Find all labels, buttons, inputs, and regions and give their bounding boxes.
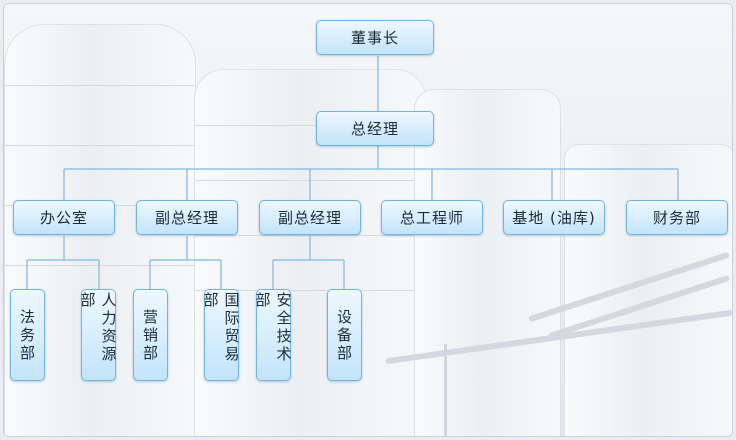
- node-oil-depot-base: 基地 (油库): [503, 200, 605, 235]
- node-deputy-gm-1: 副总经理: [136, 200, 238, 235]
- node-deputy-gm-2: 副总经理: [259, 200, 361, 235]
- node-general-manager: 总经理: [316, 111, 434, 146]
- node-chief-engineer: 总工程师: [381, 200, 483, 235]
- node-international-trade: 国际贸易部: [202, 289, 241, 381]
- chart-frame: 董事长 总经理 办公室 副总经理 副总经理 总工程师 基地 (油库) 财务部 法…: [3, 3, 733, 437]
- node-chairman: 董事长: [316, 20, 434, 55]
- connector-lines: [26, 56, 679, 289]
- node-office: 办公室: [13, 200, 115, 235]
- node-legal: 法务部: [10, 289, 45, 381]
- node-finance: 财务部: [626, 200, 728, 235]
- node-equipment: 设备部: [327, 289, 362, 381]
- node-marketing: 营销部: [133, 289, 168, 381]
- node-safety-technology: 安全技术部: [254, 289, 293, 381]
- node-human-resources: 人力资源部: [79, 289, 118, 381]
